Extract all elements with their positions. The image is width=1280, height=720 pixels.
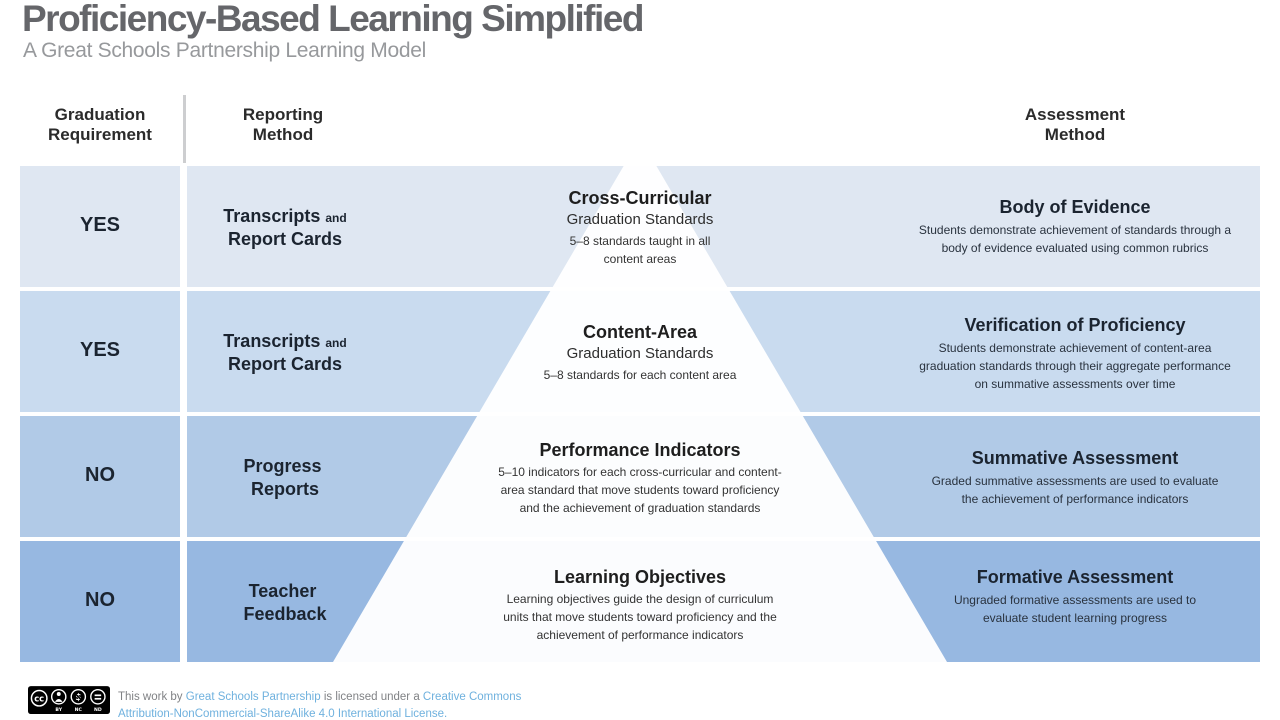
assessment-detail: Students demonstrate achievement of stan… bbox=[918, 223, 1232, 255]
column-gap bbox=[180, 166, 187, 662]
by-person-icon bbox=[50, 689, 67, 705]
nd-equals-icon bbox=[90, 689, 106, 705]
pyramid-tier-learning-objectives: Learning Objectives Learning objectives … bbox=[440, 567, 840, 644]
reporting-line2: Reports bbox=[250, 479, 319, 500]
pyramid-tier-content-area: Content-Area Graduation Standards 5–8 st… bbox=[440, 322, 840, 384]
column-header-reporting-method: Reporting Method bbox=[242, 105, 324, 145]
assessment-title: Body of Evidence bbox=[999, 197, 1151, 217]
assessment-cell-row3: Summative Assessment Graded summative as… bbox=[885, 448, 1265, 508]
creative-commons-badge[interactable]: cc $ BY NC ND bbox=[28, 686, 110, 716]
assessment-cell-row2: Verification of Proficiency Students dem… bbox=[885, 315, 1265, 393]
tier-title: Learning Objectives bbox=[553, 567, 727, 587]
tier-title: Cross-Curricular bbox=[568, 188, 712, 208]
assessment-cell-row1: Body of Evidence Students demonstrate ac… bbox=[885, 197, 1265, 257]
license-text-middle: is licensed under a bbox=[320, 691, 423, 703]
reporting-line1: Transcripts bbox=[223, 206, 321, 226]
nc-label: NC bbox=[75, 707, 83, 713]
pyramid-tier-cross-curricular: Cross-Curricular Graduation Standards 5–… bbox=[440, 188, 840, 268]
license-link[interactable]: Creative Commons Attribution-NonCommerci… bbox=[118, 691, 522, 720]
nc-dollar-icon: $ bbox=[70, 689, 87, 705]
reporting-line2: Report Cards bbox=[227, 354, 343, 375]
license-text: This work by Great Schools Partnership i… bbox=[118, 689, 548, 720]
graduation-cell-row3: NO bbox=[85, 464, 115, 486]
column-header-graduation-requirement: Graduation Requirement bbox=[48, 105, 152, 145]
assessment-title: Summative Assessment bbox=[971, 448, 1179, 468]
tier-title: Performance Indicators bbox=[539, 440, 741, 460]
org-link[interactable]: Great Schools Partnership bbox=[185, 691, 321, 703]
pyramid-tier-performance-indicators: Performance Indicators 5–10 indicators f… bbox=[440, 440, 840, 517]
reporting-line1: Teacher bbox=[248, 581, 317, 601]
reporting-line2: Report Cards bbox=[227, 229, 343, 250]
assessment-detail: Students demonstrate achievement of cont… bbox=[919, 341, 1231, 391]
by-label: BY bbox=[55, 707, 62, 713]
reporting-conjunction: and bbox=[325, 336, 347, 350]
tier-title: Content-Area bbox=[582, 322, 697, 342]
tier-detail: Learning objectives guide the design of … bbox=[503, 592, 777, 642]
tier-subtitle: Graduation Standards bbox=[566, 211, 714, 228]
nd-label: ND bbox=[94, 707, 102, 713]
reporting-line1: Progress bbox=[243, 456, 322, 476]
svg-text:cc: cc bbox=[34, 693, 44, 703]
graduation-cell-row4: NO bbox=[85, 589, 115, 611]
reporting-line2: Feedback bbox=[243, 604, 327, 625]
header-divider bbox=[183, 95, 186, 163]
reporting-conjunction: and bbox=[325, 211, 347, 225]
column-header-assessment-method: Assessment Method bbox=[1024, 105, 1126, 145]
page-subtitle: A Great Schools Partnership Learning Mod… bbox=[23, 39, 426, 62]
tier-detail: 5–8 standards for each content area bbox=[543, 368, 737, 382]
graduation-cell-row2: YES bbox=[79, 339, 121, 361]
tier-detail: 5–10 indicators for each cross-curricula… bbox=[498, 465, 782, 515]
tier-subtitle: Graduation Standards bbox=[566, 345, 714, 362]
tier-detail: 5–8 standards taught in all content area… bbox=[569, 234, 711, 266]
page-title: Proficiency-Based Learning Simplified bbox=[22, 0, 644, 39]
graduation-cell-row1: YES bbox=[79, 214, 121, 236]
svg-text:$: $ bbox=[75, 693, 81, 703]
reporting-line1: Transcripts bbox=[223, 331, 321, 351]
assessment-title: Verification of Proficiency bbox=[964, 315, 1186, 335]
cc-icon: cc bbox=[30, 689, 48, 707]
assessment-detail: Ungraded formative assessments are used … bbox=[953, 593, 1197, 625]
assessment-detail: Graded summative assessments are used to… bbox=[931, 474, 1219, 506]
assessment-title: Formative Assessment bbox=[976, 567, 1174, 587]
license-text-prefix: This work by bbox=[118, 691, 186, 703]
assessment-cell-row4: Formative Assessment Ungraded formative … bbox=[885, 567, 1265, 627]
